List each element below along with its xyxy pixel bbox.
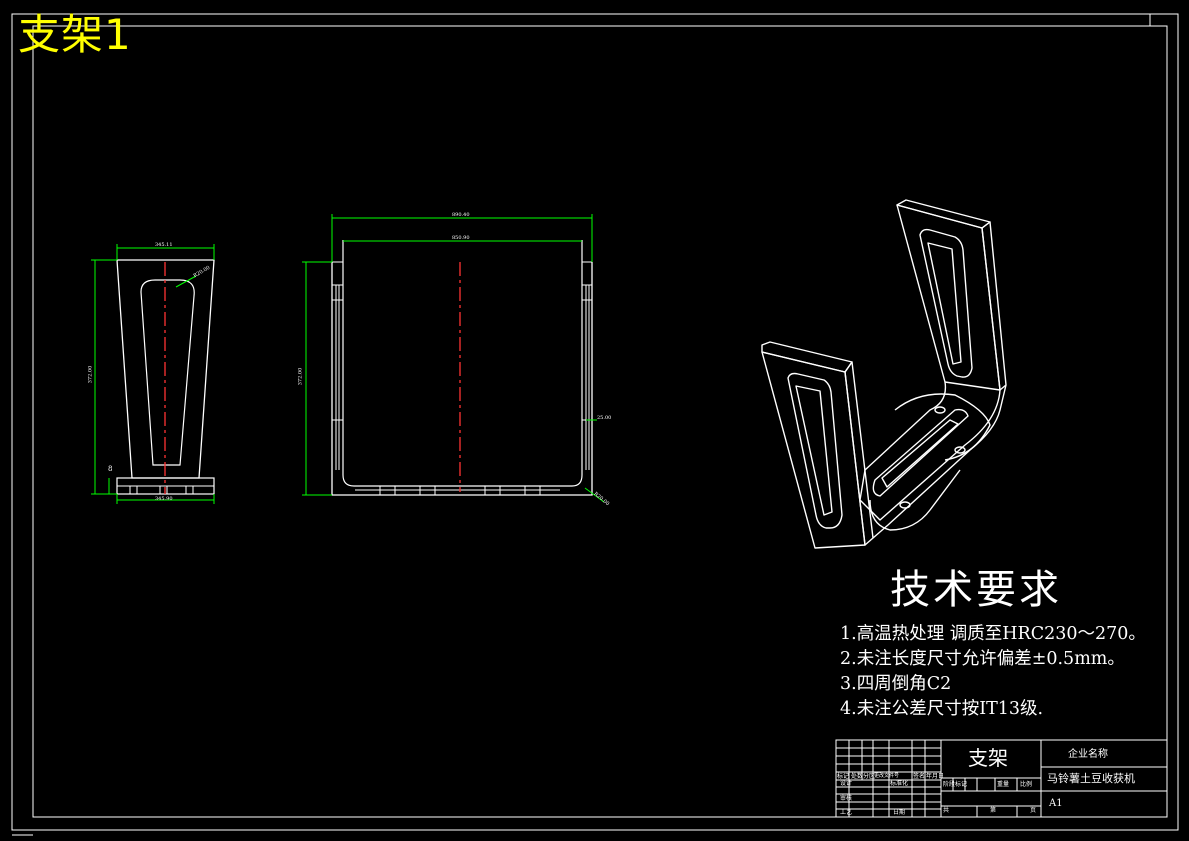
revision-label: 年月日 (926, 773, 945, 780)
iso-gusset-bottom (869, 469, 961, 531)
date-label: 日期 (893, 809, 906, 816)
part-name: 支架 (968, 746, 1008, 770)
dim-side-top-width: 345.11 (155, 242, 173, 248)
sheet-unit-label: 页 (1030, 807, 1037, 814)
sheet-no-label: 第 (990, 807, 997, 814)
dim-front-inner-width: 850.90 (452, 235, 470, 241)
review-label: 审核 (840, 795, 853, 802)
iso-base-plate (859, 381, 1001, 521)
tech-requirement-item: 2.未注长度尺寸允许偏差±0.5mm。 (840, 649, 1125, 669)
front-view-outer (331, 262, 593, 496)
iso-base-slot (872, 408, 969, 497)
title-block-grid (835, 739, 1168, 818)
drawing-title: 支架1 (18, 10, 132, 59)
iso-left-plate-front (761, 351, 866, 549)
stage-header: 重量 (997, 781, 1010, 788)
company-name: 企业名称 (1068, 749, 1108, 760)
iso-left-plate-top (761, 341, 853, 373)
outer-frame (11, 13, 1179, 831)
revision-label: 标记 (837, 773, 850, 780)
dim-side-bottom-width: 345.90 (155, 496, 173, 502)
front-view (302, 214, 605, 503)
iso-left-slot (787, 372, 843, 529)
tech-requirement-item: 4.未注公差尺寸按IT13级. (840, 699, 1044, 719)
iso-right-slot (919, 228, 973, 378)
iso-base-slot-inner (881, 419, 959, 488)
stage-header: 阶段标记 (943, 781, 968, 788)
front-view-base-holes (355, 486, 560, 495)
iso-right-plate-top (896, 199, 991, 229)
dim-front-height: 372.00 (297, 367, 304, 386)
iso-bolt-hole (954, 446, 966, 454)
tech-requirement-item: 1.高温热处理 调质至HRC230～270。 (840, 624, 1146, 644)
front-view-dimensions (302, 214, 605, 503)
standardized-label: 标准化 (890, 780, 909, 787)
dim-front-side: 25.00 (597, 415, 612, 421)
process-label: 工艺 (840, 809, 853, 816)
iso-bolt-hole (934, 406, 946, 414)
front-view-inner (342, 240, 583, 487)
iso-right-slot-inner (927, 242, 962, 365)
iso-base-edge (872, 384, 1007, 539)
side-view-bolt-holes (129, 486, 194, 494)
isometric-view (761, 199, 1007, 549)
inner-frame (32, 25, 1168, 818)
revision-label: 处数 (851, 773, 864, 780)
front-view-slots (332, 284, 592, 470)
revision-label: 分区 (863, 773, 876, 780)
iso-right-plate-front (896, 204, 1001, 391)
sheet-size: A1 (1049, 798, 1063, 809)
iso-bolt-hole (899, 501, 911, 509)
sheet-total-label: 共 (943, 807, 950, 814)
dim-side-height: 372.00 (87, 365, 94, 384)
iso-left-slot-inner (795, 385, 833, 516)
iso-left-plate-side (844, 361, 874, 546)
iso-right-plate-side (981, 221, 1007, 391)
side-view (91, 244, 215, 504)
revision-label: 签名 (913, 773, 926, 780)
dim-front-outer-width: 890.40 (452, 212, 470, 218)
designer-label: 设计 (840, 780, 853, 787)
dim-side-base: 8 (108, 465, 113, 473)
product-name: 马铃薯土豆收获机 (1047, 772, 1135, 785)
tech-requirements-list: 1.高温热处理 调质至HRC230～270。 2.未注长度尺寸允许偏差±0.5m… (840, 622, 1146, 722)
stage-header: 比例 (1020, 781, 1033, 788)
tech-requirements-title: 技术要求 (890, 567, 1062, 613)
side-view-dimensions (91, 244, 215, 504)
tech-requirement-item: 3.四周倒角C2 (840, 674, 952, 694)
revision-label: 更改文件号 (874, 773, 900, 779)
side-view-slot (140, 279, 195, 466)
